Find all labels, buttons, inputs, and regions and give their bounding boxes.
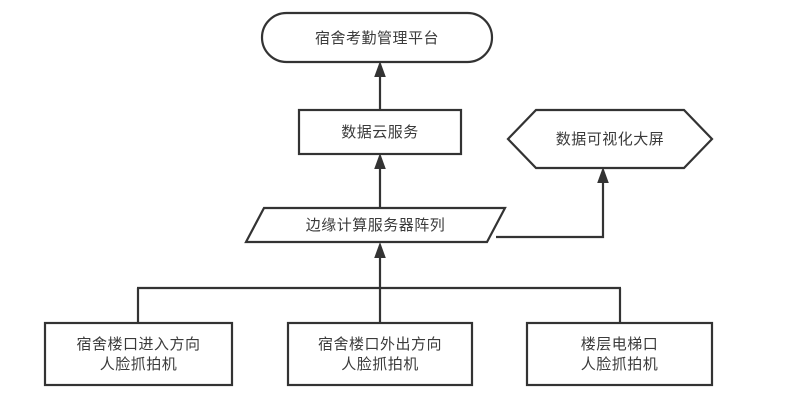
edge-server-array-to-cloud-service: [374, 153, 386, 208]
node-camera-elevator[interactable]: [525, 321, 714, 387]
edge-cameras-bus: [136, 286, 622, 323]
edge-server-array-to-visualization-screen: [496, 167, 609, 239]
node-camera-exit[interactable]: [286, 321, 474, 387]
node-platform[interactable]: [260, 11, 494, 64]
edge-cloud-service-to-platform: [374, 61, 386, 110]
node-cloud-service[interactable]: [297, 108, 463, 156]
node-camera-entry[interactable]: [43, 321, 234, 387]
node-edge-server-array[interactable]: [244, 206, 507, 244]
edge-bus-to-server-array: [374, 242, 386, 289]
node-visualization-screen[interactable]: [506, 108, 714, 170]
